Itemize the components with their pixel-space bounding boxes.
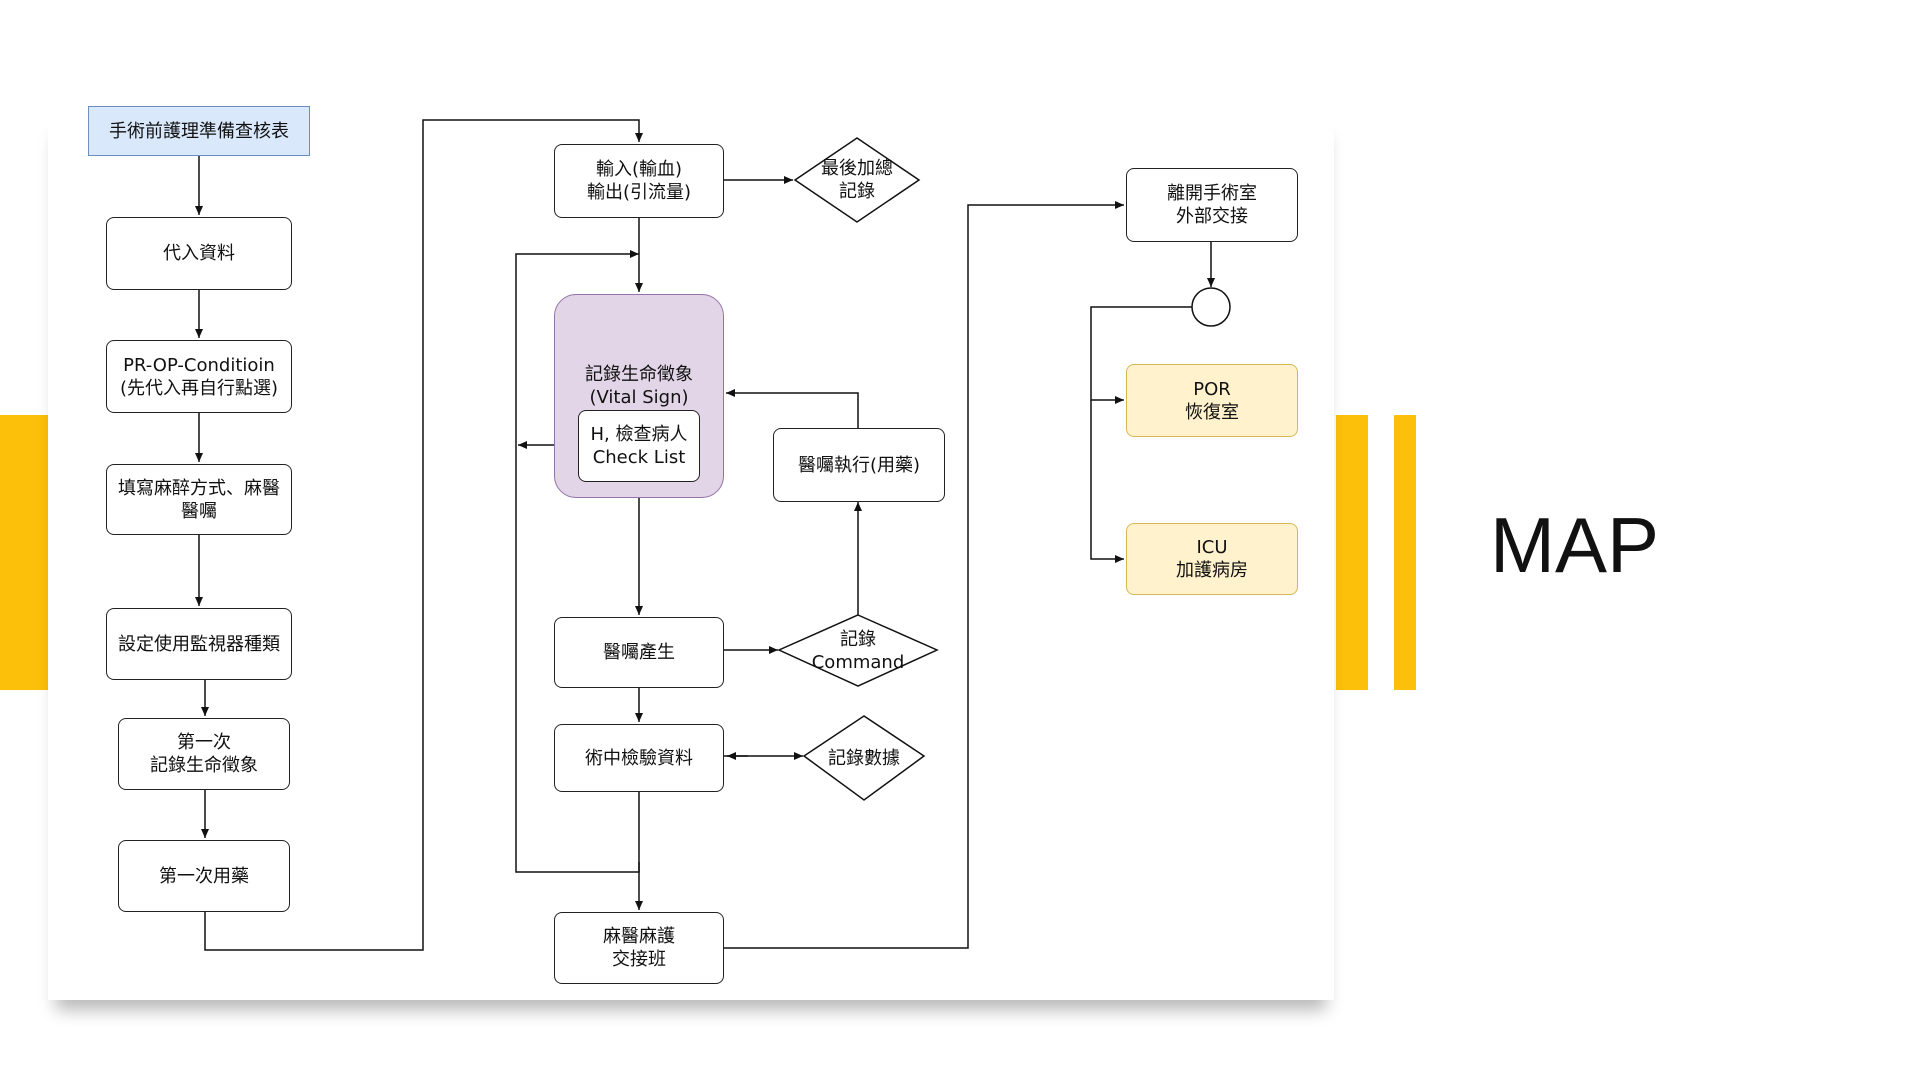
node-por-recovery: POR 恢復室	[1126, 364, 1298, 437]
diamond-final-total	[793, 137, 921, 223]
node-pre-op-checklist: 手術前護理準備查核表	[88, 106, 310, 156]
node-monitor-type: 設定使用監視器種類	[106, 608, 292, 680]
node-anesthesia-method: 填寫麻醉方式、麻醫 醫囑	[106, 464, 292, 535]
diamond-final-total-label: 最後加總 記錄	[821, 158, 893, 202]
flowchart-card: 手術前護理準備查核表 代入資料 PR-OP-Conditioin (先代入再自行…	[48, 106, 1334, 1000]
junction-circle	[1191, 287, 1231, 327]
node-icu-ward: ICU 加護病房	[1126, 523, 1298, 595]
node-order-execution: 醫囑執行(用藥)	[773, 428, 945, 502]
node-order-generated: 醫囑產生	[554, 617, 724, 688]
node-patient-check-list: H, 檢查病人 Check List	[578, 410, 700, 482]
node-first-vital-sign: 第一次 記錄生命徵象	[118, 718, 290, 790]
diamond-record-data-label: 記錄數據	[828, 747, 900, 769]
arrow-handover-to-leave	[724, 201, 1124, 949]
accent-bar-left	[0, 415, 50, 690]
node-intraop-lab-data: 術中檢驗資料	[554, 724, 724, 792]
accent-bar-right-1	[1336, 415, 1368, 690]
flowchart-connectors	[195, 119, 1231, 951]
arrow-medication-to-io	[204, 119, 643, 951]
diamond-record-command	[777, 614, 939, 687]
accent-bar-right-2	[1394, 415, 1416, 690]
diamond-record-data	[802, 715, 926, 801]
node-anesthesia-handover: 麻醫麻護 交接班	[554, 912, 724, 984]
arrow-execution-to-vital	[726, 389, 859, 428]
node-io-record: 輸入(輸血) 輸出(引流量)	[554, 144, 724, 218]
node-pr-op-condition: PR-OP-Conditioin (先代入再自行點選)	[106, 340, 292, 413]
diamond-record-command-label: 記錄 Command	[811, 628, 905, 673]
node-first-medication: 第一次用藥	[118, 840, 290, 912]
arrow-junction-to-por	[1090, 306, 1193, 404]
slide-title: MAP	[1490, 501, 1660, 589]
node-leave-or-handover: 離開手術室 外部交接	[1126, 168, 1298, 242]
arrow-junction-to-icu	[1090, 400, 1124, 563]
node-import-data: 代入資料	[106, 217, 292, 290]
